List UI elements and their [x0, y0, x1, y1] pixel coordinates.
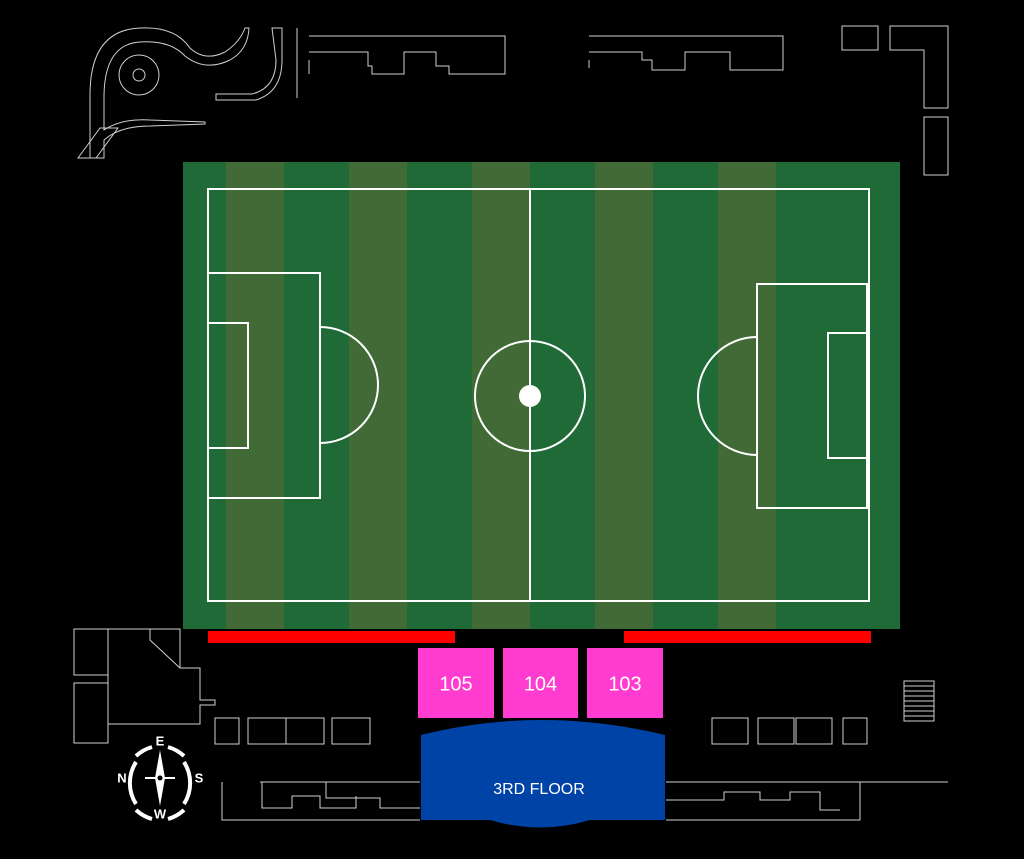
section-105-label: 105 [439, 673, 472, 695]
section-104[interactable]: 104 [503, 648, 578, 718]
compass-east-label: E [156, 733, 165, 748]
pitch-lines [207, 188, 870, 602]
stairs-icon [903, 680, 935, 722]
building-outlines-top [77, 25, 949, 176]
section-103-label: 103 [608, 673, 641, 695]
third-floor-label: 3RD FLOOR [493, 781, 585, 798]
sideline-bar-right [624, 631, 871, 643]
compass-south-label: S [195, 770, 204, 785]
sideline-bar-left [208, 631, 455, 643]
compass-rose: E N S W [117, 733, 203, 821]
center-spot [519, 385, 541, 407]
section-105[interactable]: 105 [418, 648, 494, 718]
compass-west-label: W [154, 806, 167, 821]
pitch-stripes [226, 162, 776, 629]
building-outlines-bottom [73, 628, 948, 821]
section-104-label: 104 [524, 673, 557, 695]
compass-north-label: N [117, 770, 126, 785]
section-103[interactable]: 103 [587, 648, 663, 718]
third-floor-area[interactable]: 3RD FLOOR [421, 720, 665, 828]
soccer-pitch [183, 162, 900, 629]
